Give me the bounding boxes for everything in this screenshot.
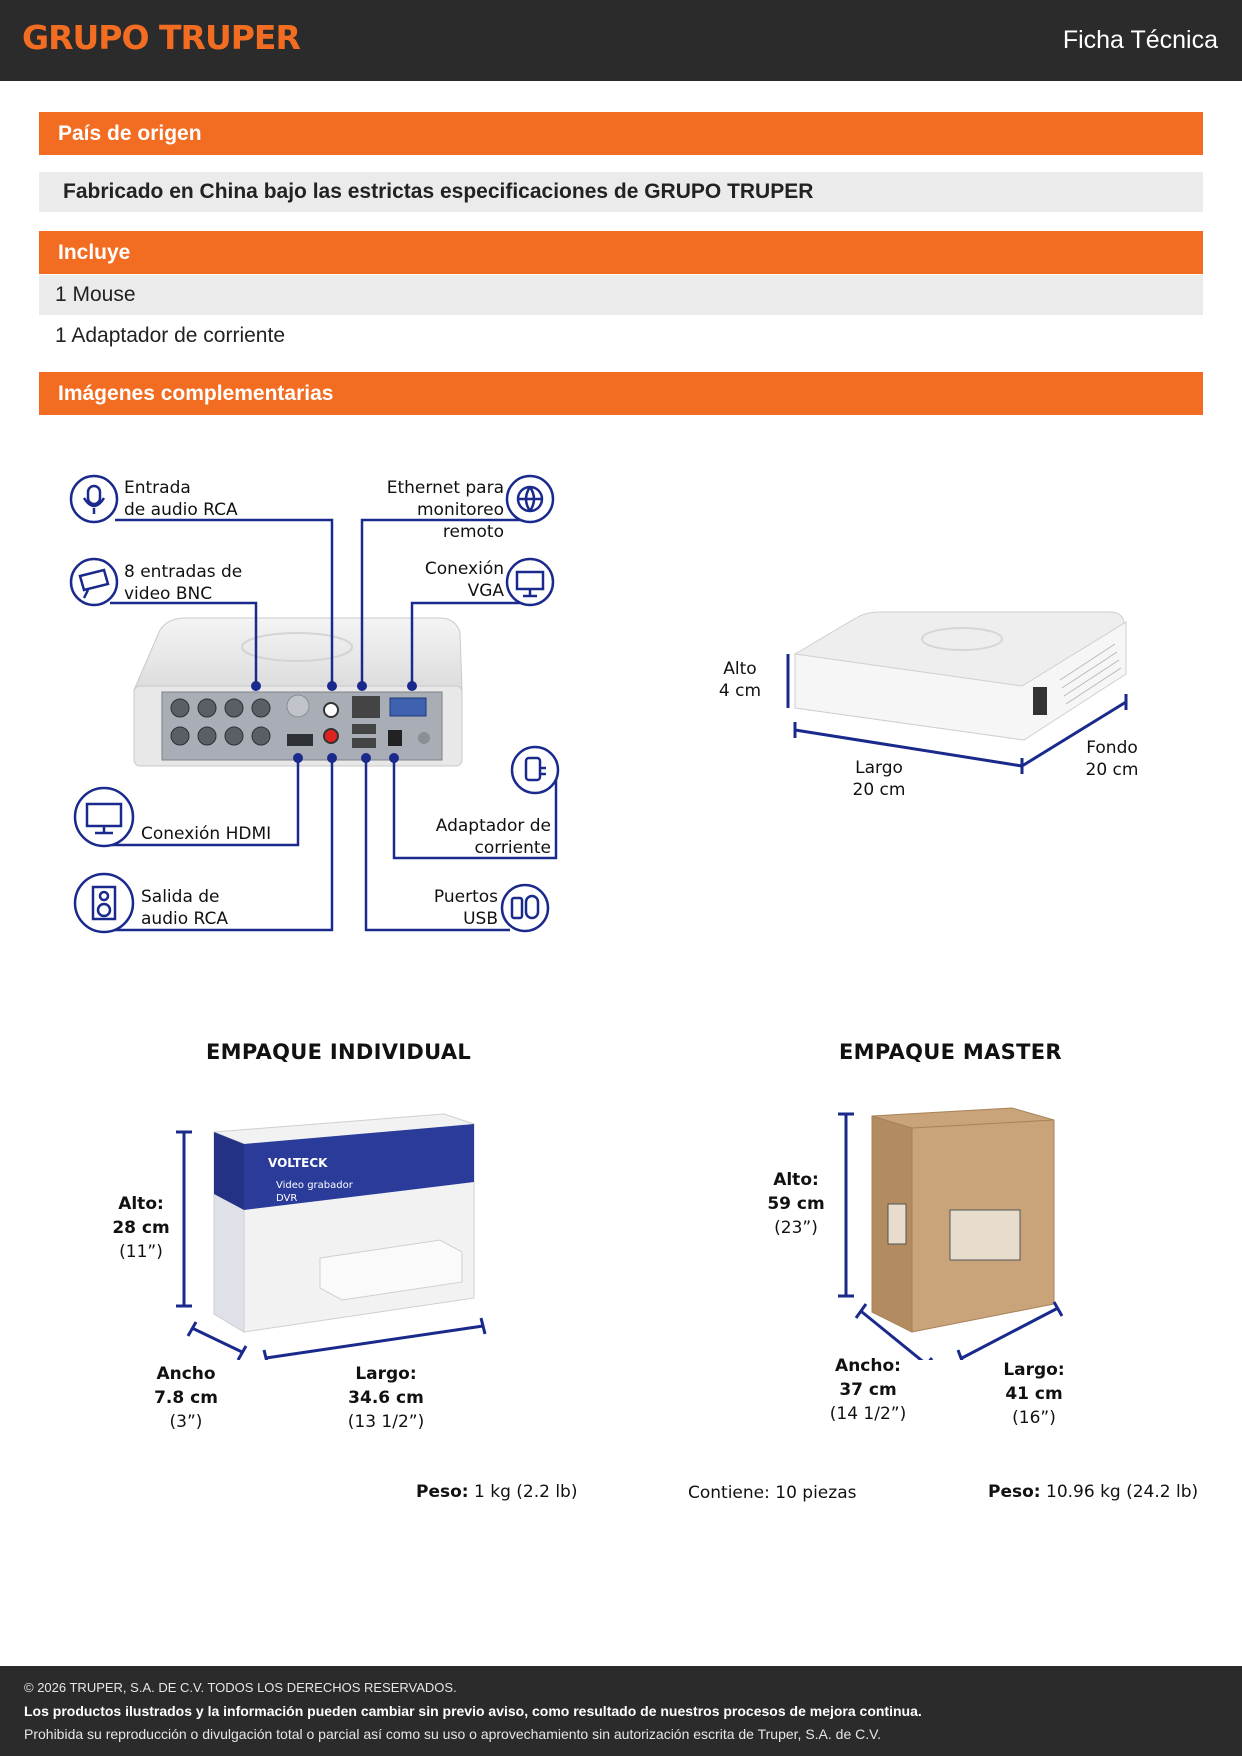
footer-notice: Los productos ilustrados y la informació…	[24, 1703, 922, 1719]
page-header: GRUPO TRUPER Ficha Técnica	[0, 0, 1242, 81]
document-type-title: Ficha Técnica	[1062, 26, 1218, 54]
dvr-rear-view	[133, 617, 463, 767]
footer-copyright: © 2026 TRUPER, S.A. DE C.V. TODOS LOS DE…	[24, 1680, 457, 1695]
monitor-icon	[505, 557, 555, 607]
individual-width: Ancho 7.8 cm (3”)	[154, 1364, 218, 1432]
callout-usb: Puertos USB	[433, 887, 498, 929]
callout-audio-output: Salida de audio RCA	[141, 887, 228, 929]
individual-weight: Peso: 1 kg (2.2 lb)	[416, 1482, 578, 1502]
individual-package-title: EMPAQUE INDIVIDUAL	[206, 1040, 472, 1064]
dvr-dimensions-view	[786, 611, 1128, 774]
page-footer: © 2026 TRUPER, S.A. DE C.V. TODOS LOS DE…	[0, 1666, 1242, 1756]
section-header-images: Imágenes complementarias	[39, 372, 1203, 415]
dvr-connections-diagram	[69, 474, 1128, 934]
callout-hdmi: Conexión HDMI	[141, 824, 272, 844]
section-header-origin: País de origen	[39, 112, 1203, 155]
includes-item-power-adapter: 1 Adaptador de corriente	[55, 324, 285, 347]
master-height: Alto: 59 cm (23”)	[767, 1170, 825, 1238]
master-width: Ancho: 37 cm (14 1/2”)	[829, 1356, 907, 1424]
individual-length: Largo: 34.6 cm (13 1/2”)	[347, 1364, 425, 1432]
master-box-image	[871, 1107, 1055, 1333]
includes-item-mouse: 1 Mouse	[39, 275, 1203, 315]
globe-icon	[505, 474, 555, 524]
section-header-includes: Incluye	[39, 231, 1203, 274]
microphone-icon	[69, 474, 119, 524]
master-package-title: EMPAQUE MASTER	[839, 1040, 1062, 1064]
callout-audio-input: Entrada de audio RCA	[124, 478, 238, 520]
usb-mouse-icon	[500, 883, 550, 933]
device-length-label: Largo 20 cm	[852, 758, 906, 800]
origin-text: Fabricado en China bajo las estrictas es…	[39, 172, 1203, 212]
master-weight: Peso: 10.96 kg (24.2 lb)	[988, 1482, 1199, 1502]
callout-power-adapter: Adaptador de corriente	[435, 816, 551, 858]
master-length: Largo: 41 cm (16”)	[1003, 1360, 1065, 1428]
power-plug-icon	[510, 745, 560, 795]
box-product-text: Video grabador	[276, 1180, 354, 1191]
callout-vga: Conexión VGA	[424, 559, 504, 601]
callout-ethernet: Ethernet para monitoreo remoto	[386, 478, 504, 542]
speaker-icon	[73, 872, 135, 934]
tv-icon	[73, 786, 135, 848]
callout-bnc-inputs: 8 entradas de video BNC	[124, 562, 243, 604]
device-height-label: Alto 4 cm	[718, 659, 762, 701]
footer-prohibition: Prohibida su reproducción o divulgación …	[24, 1726, 882, 1742]
packaging-illustrations: VOLTECK Video grabador DVR	[176, 1107, 1064, 1360]
master-contents: Contiene: 10 piezas	[688, 1483, 857, 1503]
security-camera-icon	[69, 557, 119, 607]
grupo-truper-logo: GRUPO TRUPER	[22, 18, 301, 57]
device-depth-label: Fondo 20 cm	[1085, 738, 1139, 780]
individual-box-image	[213, 1113, 475, 1333]
box-brand-text: VOLTECK	[268, 1156, 328, 1170]
individual-height: Alto: 28 cm (11”)	[112, 1194, 170, 1262]
box-type-text: DVR	[276, 1193, 297, 1204]
